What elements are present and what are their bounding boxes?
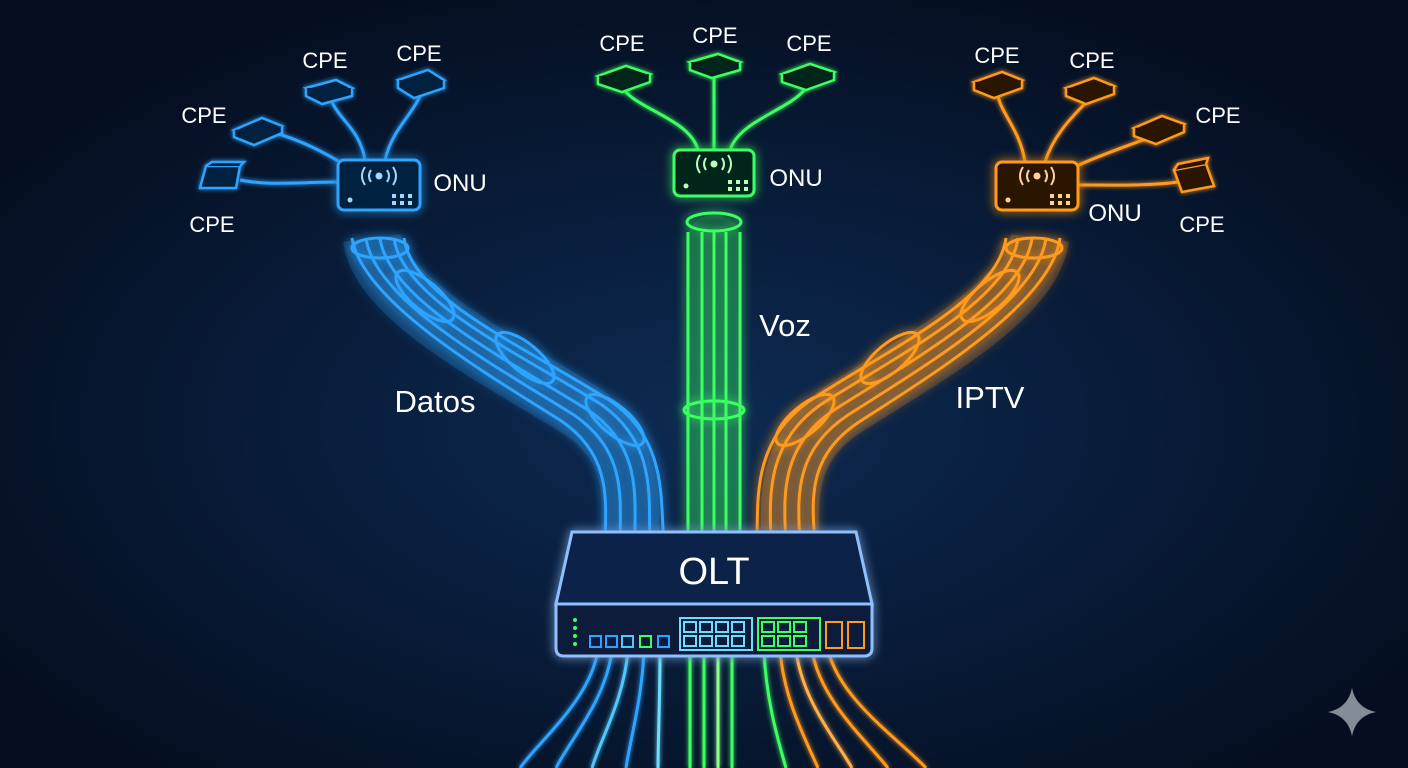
cpe-label: CPE	[786, 31, 831, 56]
olt-bottom-fibers	[518, 649, 928, 768]
cpe-label: CPE	[1195, 103, 1240, 128]
datos-fiber-bundle	[343, 231, 666, 546]
cpe-device-icon	[1062, 76, 1118, 106]
olt-ports	[573, 617, 865, 651]
onu-iptv	[994, 160, 1080, 212]
onu-datos	[336, 158, 422, 212]
link-label-iptv: IPTV	[956, 380, 1025, 415]
voz-cpe-devices	[594, 52, 838, 94]
wifi-signal-icon	[696, 154, 732, 174]
onu-label-voz: ONU	[769, 165, 822, 192]
cpe-label: CPE	[189, 212, 234, 237]
cpe-label: CPE	[599, 31, 644, 56]
cpe-label: CPE	[302, 48, 347, 73]
cpe-label: CPE	[692, 23, 737, 48]
wifi-signal-icon	[361, 166, 397, 186]
iptv-fiber-bundle	[755, 231, 1069, 546]
cpe-label: CPE	[181, 103, 226, 128]
onu-label-iptv: ONU	[1088, 200, 1141, 227]
wifi-signal-icon	[1019, 166, 1055, 186]
cpe-label: CPE	[1179, 212, 1224, 237]
cpe-label: CPE	[974, 43, 1019, 68]
olt-label: OLT	[678, 551, 749, 593]
onu-voz	[672, 148, 756, 198]
iptv-cpe-devices	[970, 70, 1216, 194]
link-label-voz: Voz	[759, 308, 811, 343]
link-label-datos: Datos	[395, 384, 476, 419]
datos-cpe-devices	[198, 68, 447, 190]
cpe-device-icon	[395, 68, 447, 100]
voz-cpe-links	[622, 78, 808, 151]
cpe-device-icon	[198, 160, 248, 190]
cpe-device-icon	[1130, 114, 1188, 146]
sparkle-icon	[1328, 688, 1376, 736]
cpe-device-icon	[778, 62, 838, 92]
cpe-label: CPE	[1069, 48, 1114, 73]
onu-label-datos: ONU	[433, 170, 486, 197]
cpe-device-icon	[302, 78, 356, 106]
cpe-device-icon	[685, 52, 745, 80]
cpe-device-icon	[230, 116, 286, 147]
voz-fiber-bundle	[682, 211, 746, 545]
cpe-device-icon	[1172, 156, 1216, 194]
cpe-device-icon	[594, 64, 654, 94]
cpe-label: CPE	[396, 41, 441, 66]
cpe-device-icon	[970, 70, 1026, 100]
